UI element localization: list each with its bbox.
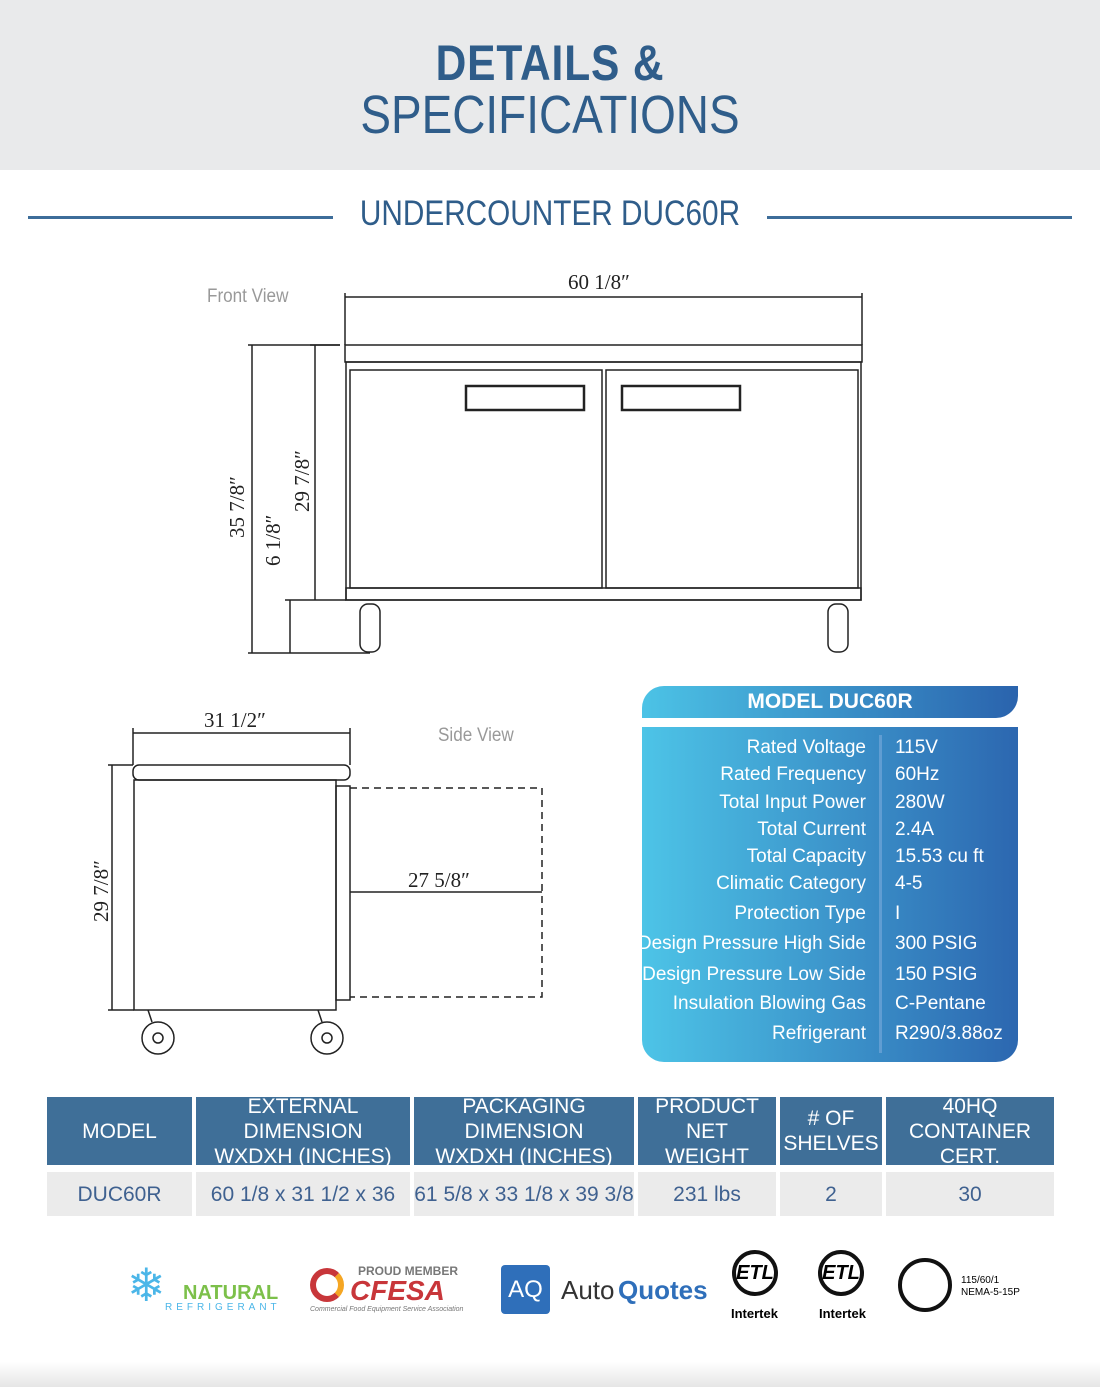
divider [28, 216, 333, 219]
spec-value: R290/3.88oz [895, 1023, 1003, 1044]
table-cell: 60 1/8 x 31 1/2 x 36 [196, 1172, 410, 1216]
spec-row: Design Pressure High Side 300 PSIG [638, 933, 1018, 961]
spec-row: Total Input Power 280W [642, 792, 1018, 820]
table-cell: DUC60R [47, 1172, 192, 1216]
door-swing-dim: 27 5/8″ [408, 868, 470, 892]
footer-band [0, 1362, 1100, 1387]
table-cell: 30 [886, 1172, 1054, 1216]
snowflake-icon: ❄ [127, 1259, 166, 1311]
spec-value: 300 PSIG [895, 933, 978, 954]
plug-spec: 115/60/1 NEMA-5-15P [898, 1258, 1038, 1314]
spec-value: 280W [895, 792, 945, 813]
front-width-dim: 60 1/8″ [568, 270, 630, 294]
table-cell: 231 lbs [638, 1172, 776, 1216]
spec-value: 60Hz [895, 764, 940, 785]
spec-label: Refrigerant [772, 1023, 866, 1044]
spec-row: Total Capacity 15.53 cu ft [642, 846, 1018, 874]
spec-value: 4-5 [895, 873, 923, 894]
autoquotes-logo: AQ Auto Quotes [501, 1265, 711, 1315]
table-header: MODEL [47, 1097, 192, 1165]
spec-label: Total Capacity [746, 846, 866, 867]
front-leg-dim: 6 1/8″ [261, 515, 285, 566]
spec-row: Climatic Category 4-5 [642, 873, 1018, 901]
spec-row: Total Current 2.4A [642, 819, 1018, 847]
spec-row: Rated Frequency 60Hz [642, 764, 1018, 792]
spec-label: Climatic Category [716, 873, 866, 894]
front-view-drawing [248, 293, 863, 654]
etl-listed-logo: ETL Intertek [724, 1250, 794, 1325]
natural-refrigerant-logo: ❄ NATURAL REFRIGERANT [127, 1259, 281, 1313]
spec-row: Insulation Blowing Gas C-Pentane [642, 993, 1018, 1021]
page-header: DETAILS & SPECIFICATIONS [0, 0, 1100, 170]
cfesa-swirl-icon [310, 1268, 344, 1302]
spec-label: Design Pressure High Side [637, 933, 866, 954]
etl-icon: ETL [818, 1250, 864, 1296]
spec-value: I [895, 903, 901, 924]
spec-label: Design Pressure Low Side [642, 964, 866, 985]
title-line-2: SPECIFICATIONS [360, 85, 740, 145]
spec-value: 115V [895, 737, 938, 758]
spec-label: Rated Frequency [720, 764, 866, 785]
spec-panel-title: MODEL DUC60R [642, 686, 1018, 718]
title-line-1: DETAILS & [435, 35, 665, 91]
divider [879, 735, 882, 1053]
front-height-dim: 35 7/8″ [225, 476, 249, 538]
table-cell: 61 5/8 x 33 1/8 x 39 3/8 [414, 1172, 634, 1216]
etl-sanitation-logo: ETL Intertek [812, 1250, 882, 1325]
spec-row: Protection Type I [642, 903, 1018, 931]
spec-value: 15.53 cu ft [895, 846, 984, 867]
spec-row: Rated Voltage 115V [642, 737, 1018, 765]
spec-label: Insulation Blowing Gas [672, 993, 866, 1014]
spec-value: C-Pentane [895, 993, 986, 1014]
nema-plug-icon [898, 1258, 952, 1312]
spec-value: 150 PSIG [895, 964, 978, 985]
etl-icon: ETL [732, 1250, 778, 1296]
drawings: 60 1/8″ 35 7/8″ 29 7/8″ 6 1/8″ 31 1/2″ 2… [89, 270, 863, 1055]
divider [767, 216, 1072, 219]
side-view-drawing [108, 728, 543, 1055]
front-body-dim: 29 7/8″ [290, 450, 314, 512]
side-height-dim: 29 7/8″ [89, 860, 113, 922]
spec-label: Total Input Power [719, 792, 866, 813]
spec-row: Refrigerant R290/3.88oz [642, 1023, 1018, 1051]
spec-label: Rated Voltage [746, 737, 866, 758]
spec-value: 2.4A [895, 819, 935, 840]
table-cell: 2 [780, 1172, 882, 1216]
spec-label: Protection Type [734, 903, 866, 924]
side-view-label: Side View [438, 725, 514, 746]
spec-label: Total Current [757, 819, 866, 840]
spec-row: Design Pressure Low Side 150 PSIG [642, 964, 1018, 992]
section-title: UNDERCOUNTER DUC60R [359, 194, 741, 233]
front-view-label: Front View [207, 286, 289, 307]
side-depth-dim: 31 1/2″ [204, 708, 266, 732]
cfesa-logo: PROUD MEMBER CFESA Commercial Food Equip… [310, 1264, 464, 1313]
